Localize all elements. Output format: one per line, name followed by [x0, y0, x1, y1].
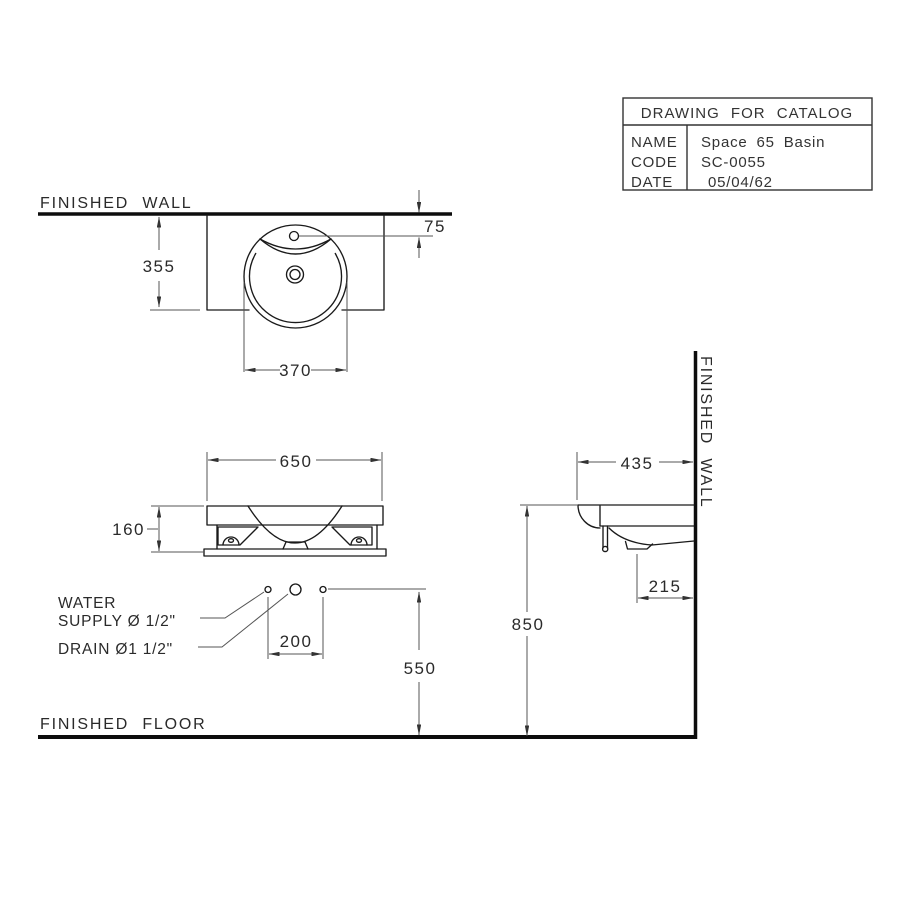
bracket-rail [203, 548, 387, 557]
dim-160-text: 160 [112, 520, 145, 539]
dim-650-text: 650 [280, 452, 313, 471]
bowl-front-curve [247, 505, 343, 544]
side-view [577, 504, 695, 553]
dim-200-text: 200 [280, 632, 313, 651]
dim-75-text: 75 [424, 217, 446, 236]
bracket-left-slot [227, 538, 235, 543]
bracket-left [217, 526, 259, 546]
faucet-hole [288, 230, 300, 242]
rim-front-curve-side [577, 504, 601, 529]
dim-355: 355 [143, 216, 200, 311]
dim-850: 850 [512, 504, 578, 737]
finished-floor-label: FINISHED FLOOR [40, 716, 206, 733]
front-view [203, 505, 387, 557]
bracket-right-slot [355, 538, 363, 543]
bowl-underside-side [608, 527, 695, 546]
basin-inner-rim [248, 252, 343, 324]
dim-370-text: 370 [279, 361, 312, 380]
drain-leader [198, 593, 289, 648]
bracket-left-arch [222, 536, 240, 546]
bracket-side [624, 540, 654, 550]
dim-200: 200 [267, 597, 324, 659]
dim-215: 215 [636, 554, 694, 603]
faucet-deck-edge-upper [259, 238, 332, 250]
dim-435: 435 [576, 452, 694, 500]
faucet-deck-edge-lower [259, 238, 332, 255]
dim-650: 650 [206, 452, 383, 501]
drain-label: DRAIN Ø1 1/2" [58, 641, 173, 658]
drain-hole [289, 583, 302, 596]
supply-hole-left [264, 585, 272, 594]
drain-inner [289, 268, 301, 281]
dim-850-text: 850 [512, 615, 545, 634]
bracket-right-arch [350, 536, 368, 546]
title-block-name-label: NAME [631, 134, 678, 151]
title-block: DRAWING FOR CATALOG NAME Space 65 Basin … [622, 97, 873, 191]
drain-outer [285, 265, 305, 284]
top-view [206, 214, 433, 329]
title-block-date-value: 05/04/62 [708, 174, 773, 191]
title-block-name-value: Space 65 Basin [701, 134, 825, 151]
title-block-date-label: DATE [631, 174, 673, 191]
rough-in: WATER SUPPLY Ø 1/2" DRAIN Ø1 1/2" [58, 583, 426, 658]
dim-370: 370 [243, 282, 348, 380]
supply-hole-right [319, 585, 327, 594]
dim-75: 75 [416, 190, 446, 258]
bracket-right [331, 526, 373, 546]
rim-front [206, 505, 384, 526]
counter-outline [206, 214, 385, 311]
dim-215-text: 215 [649, 577, 682, 596]
reference-lines: FINISHED WALL FINISHED WALL FINISHED FLO… [38, 195, 714, 739]
title-block-code-label: CODE [631, 154, 678, 171]
title-block-code-value: SC-0055 [701, 154, 766, 171]
dim-550: 550 [404, 591, 437, 736]
finished-wall-top-label: FINISHED WALL [40, 195, 193, 212]
dim-160: 160 [112, 505, 204, 553]
title-block-border [622, 97, 873, 191]
finished-wall-side-label: FINISHED WALL [697, 356, 714, 509]
dim-435-text: 435 [621, 454, 654, 473]
title-block-title: DRAWING FOR CATALOG [641, 105, 853, 122]
drain-pipe-cap [601, 545, 609, 553]
drain-outlet-front [282, 541, 309, 550]
water-supply-leader [200, 591, 265, 619]
dim-550-text: 550 [404, 659, 437, 678]
drain-pipe-side [602, 525, 609, 549]
water-label-line2: SUPPLY Ø 1/2" [58, 613, 176, 630]
basin-outer-rim [243, 224, 348, 329]
dim-355-text: 355 [143, 257, 176, 276]
water-label-line1: WATER [58, 595, 116, 612]
